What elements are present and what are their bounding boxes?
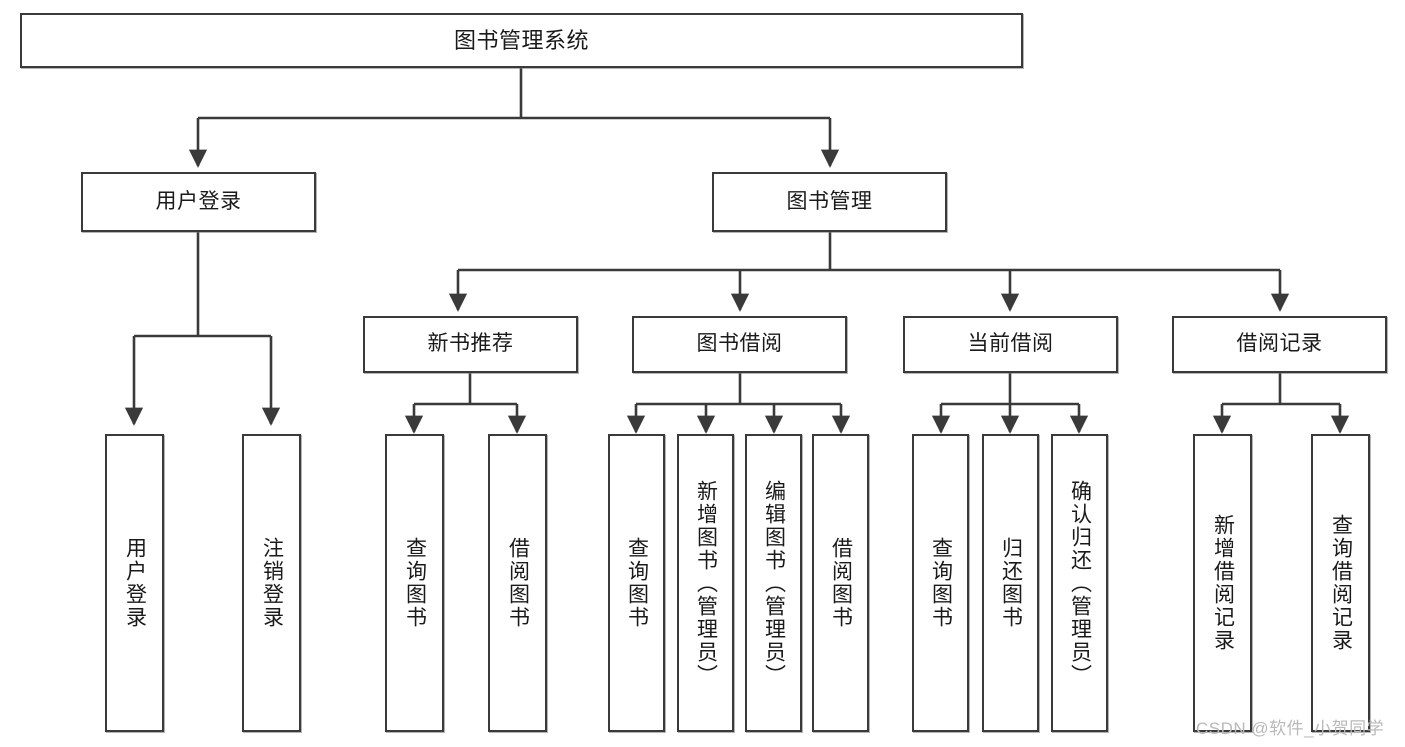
node-label: 查询图书 <box>625 537 649 629</box>
node-book-borrow[interactable]: 图书借阅 <box>632 316 847 373</box>
node-label: 查询借阅记录 <box>1329 514 1353 652</box>
node-label: 图书管理系统 <box>453 27 589 53</box>
node-label: 新书推荐 <box>427 332 514 356</box>
leaf-book-borrow-borrow[interactable]: 借阅图书 <box>812 434 869 732</box>
node-label: 确认归还（管理员） <box>1068 479 1092 687</box>
node-label: 新增图书（管理员） <box>694 479 718 687</box>
node-label: 图书借阅 <box>696 332 783 356</box>
node-label: 借阅记录 <box>1236 332 1323 356</box>
node-label: 用户登录 <box>155 189 242 213</box>
node-label: 归还图书 <box>999 537 1023 629</box>
node-label: 注销登录 <box>260 537 284 629</box>
node-label: 图书管理 <box>786 189 873 213</box>
node-label: 当前借阅 <box>967 332 1054 356</box>
node-label: 新增借阅记录 <box>1211 514 1235 652</box>
leaf-borrow-record-add[interactable]: 新增借阅记录 <box>1193 434 1252 732</box>
node-label: 查询图书 <box>929 537 953 629</box>
node-book-management[interactable]: 图书管理 <box>712 172 947 232</box>
node-root-system[interactable]: 图书管理系统 <box>20 13 1023 68</box>
node-label: 借阅图书 <box>829 537 853 629</box>
node-user-login[interactable]: 用户登录 <box>81 172 316 232</box>
leaf-current-borrow-return[interactable]: 归还图书 <box>982 434 1039 732</box>
node-new-book-recommend[interactable]: 新书推荐 <box>363 316 578 373</box>
leaf-book-borrow-edit[interactable]: 编辑图书（管理员） <box>745 434 802 732</box>
leaf-new-book-query[interactable]: 查询图书 <box>385 434 444 732</box>
leaf-current-borrow-confirm-return[interactable]: 确认归还（管理员） <box>1051 434 1108 732</box>
watermark: CSDN @软件_小贺同学 <box>1196 719 1385 738</box>
node-borrow-record[interactable]: 借阅记录 <box>1172 316 1387 373</box>
node-label: 用户登录 <box>123 537 147 629</box>
leaf-user-login-login[interactable]: 用户登录 <box>105 434 164 732</box>
node-label: 查询图书 <box>403 537 427 629</box>
node-label: 编辑图书（管理员） <box>762 479 786 687</box>
leaf-borrow-record-query[interactable]: 查询借阅记录 <box>1311 434 1370 732</box>
leaf-book-borrow-add[interactable]: 新增图书（管理员） <box>677 434 734 732</box>
leaf-user-login-logout[interactable]: 注销登录 <box>242 434 301 732</box>
leaf-current-borrow-query[interactable]: 查询图书 <box>912 434 969 732</box>
node-label: 借阅图书 <box>506 537 530 629</box>
leaf-new-book-borrow[interactable]: 借阅图书 <box>488 434 547 732</box>
leaf-book-borrow-query[interactable]: 查询图书 <box>608 434 665 732</box>
node-current-borrow[interactable]: 当前借阅 <box>903 316 1118 373</box>
